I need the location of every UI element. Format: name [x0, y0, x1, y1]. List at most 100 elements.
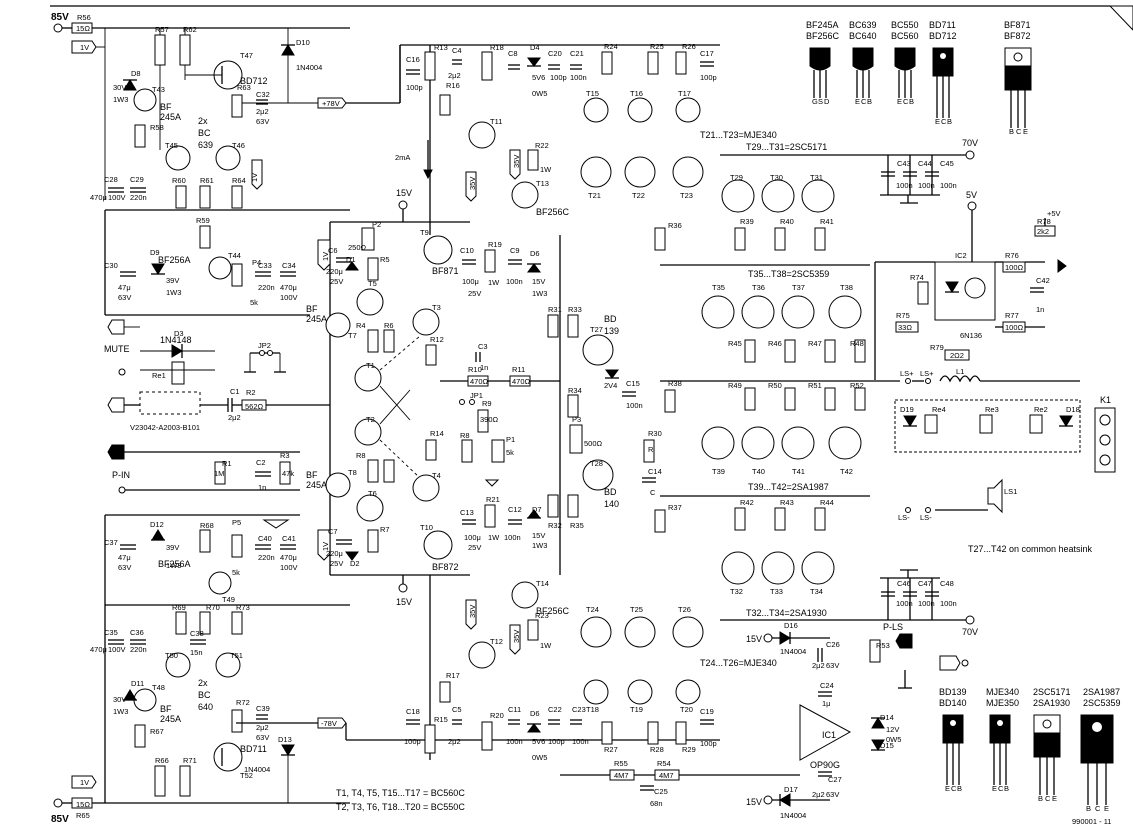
package-pin-label: B: [909, 97, 914, 106]
svg-text:BF: BF: [306, 304, 318, 314]
svg-text:D4: D4: [530, 43, 540, 52]
svg-text:T46: T46: [232, 141, 245, 150]
svg-text:C19: C19: [700, 707, 714, 716]
svg-text:1N4004: 1N4004: [244, 765, 270, 774]
svg-text:C47: C47: [918, 579, 932, 588]
svg-text:C1: C1: [230, 387, 240, 396]
svg-text:C14: C14: [648, 467, 662, 476]
svg-text:1V: 1V: [321, 542, 330, 551]
svg-text:85V: 85V: [51, 814, 69, 825]
svg-text:P-IN: P-IN: [112, 470, 130, 480]
svg-text:Re2: Re2: [1034, 405, 1048, 414]
svg-text:100V: 100V: [280, 563, 298, 572]
svg-text:T6: T6: [368, 489, 377, 498]
svg-text:1n: 1n: [258, 483, 266, 492]
svg-text:C30: C30: [104, 261, 118, 270]
svg-text:2μ2: 2μ2: [256, 723, 269, 732]
svg-text:T32: T32: [730, 587, 743, 596]
svg-text:R74: R74: [910, 273, 924, 282]
ref-1v-tag-top: [71, 40, 97, 54]
package-label-a: BF245A: [806, 20, 839, 30]
svg-text:BD712: BD712: [240, 76, 268, 86]
svg-text:2mA: 2mA: [395, 153, 410, 162]
svg-text:R9: R9: [482, 399, 492, 408]
svg-text:Re3: Re3: [985, 405, 999, 414]
svg-text:C33: C33: [258, 261, 272, 270]
svg-text:C20: C20: [548, 49, 562, 58]
svg-text:D2: D2: [350, 559, 360, 568]
svg-text:T29: T29: [730, 173, 743, 182]
svg-text:R1: R1: [222, 459, 232, 468]
package-label-b: BC560: [891, 31, 919, 41]
svg-text:JP1: JP1: [470, 391, 483, 400]
svg-text:R35: R35: [570, 521, 584, 530]
svg-text:T8: T8: [348, 468, 357, 477]
svg-text:R50: R50: [768, 381, 782, 390]
svg-text:R21: R21: [486, 495, 500, 504]
svg-text:C39: C39: [256, 704, 270, 713]
svg-text:D9: D9: [150, 248, 160, 257]
svg-text:5k: 5k: [506, 448, 514, 457]
svg-text:5V: 5V: [966, 190, 977, 200]
svg-text:BF: BF: [306, 470, 318, 480]
svg-text:25V: 25V: [330, 277, 343, 286]
svg-text:T15: T15: [586, 89, 599, 98]
svg-text:D6: D6: [530, 709, 540, 718]
package-pin-label: C: [998, 784, 1004, 793]
package-label-b: BF256C: [806, 31, 840, 41]
svg-text:640: 640: [198, 702, 213, 712]
svg-text:P3: P3: [572, 415, 581, 424]
svg-text:R33: R33: [568, 305, 582, 314]
svg-text:100n: 100n: [506, 737, 523, 746]
note-bc550c: T2, T3, T6, T18...T20 = BC550C: [336, 802, 465, 812]
package-label-a: 2SA1987: [1083, 687, 1120, 697]
svg-text:T26: T26: [678, 605, 691, 614]
svg-text:V23042-A2003-B101: V23042-A2003-B101: [130, 423, 200, 432]
svg-text:BF256C: BF256C: [536, 207, 570, 217]
package-label-a: 2SC5171: [1033, 687, 1071, 697]
svg-text:D16: D16: [784, 621, 798, 630]
svg-text:250Ω: 250Ω: [348, 243, 367, 252]
svg-text:2μ2: 2μ2: [228, 413, 241, 422]
svg-text:25V: 25V: [330, 559, 343, 568]
svg-text:35V: 35V: [468, 605, 477, 618]
svg-text:C24: C24: [820, 681, 834, 690]
svg-text:T24: T24: [586, 605, 599, 614]
svg-text:70V: 70V: [962, 627, 978, 637]
svg-text:100n: 100n: [626, 401, 643, 410]
svg-text:15Ω: 15Ω: [76, 800, 90, 809]
svg-text:R56: R56: [77, 13, 91, 22]
package-pin-label: B: [947, 117, 952, 126]
svg-text:R6: R6: [384, 321, 394, 330]
svg-text:D8: D8: [131, 69, 141, 78]
svg-text:15V: 15V: [746, 634, 762, 644]
svg-text:47μ: 47μ: [118, 553, 131, 562]
svg-text:63V: 63V: [256, 117, 269, 126]
svg-text:LS+: LS+: [920, 369, 934, 378]
svg-text:LS1: LS1: [1004, 487, 1017, 496]
svg-text:T2: T2: [366, 415, 375, 424]
svg-text:100n: 100n: [896, 599, 913, 608]
svg-text:470μ: 470μ: [90, 193, 107, 202]
svg-text:500Ω: 500Ω: [584, 439, 603, 448]
svg-text:C17: C17: [700, 49, 714, 58]
package-label-b: BC640: [849, 31, 877, 41]
package-label-b: MJE350: [986, 698, 1019, 708]
svg-text:C37: C37: [104, 538, 118, 547]
svg-text:T19: T19: [630, 705, 643, 714]
svg-text:C38: C38: [190, 629, 204, 638]
svg-text:15V: 15V: [746, 797, 762, 807]
package-pin-label: E: [855, 97, 860, 106]
svg-text:2Ω2: 2Ω2: [950, 351, 964, 360]
svg-text:15V: 15V: [396, 597, 412, 607]
svg-text:220μ: 220μ: [326, 267, 343, 276]
svg-text:63V: 63V: [826, 661, 839, 670]
svg-text:R18: R18: [490, 43, 504, 52]
svg-text:R19: R19: [488, 240, 502, 249]
terminal-plus-85v: [53, 23, 63, 33]
svg-text:15V: 15V: [532, 531, 545, 540]
svg-text:BF: BF: [160, 704, 172, 714]
svg-text:T11: T11: [490, 117, 502, 126]
